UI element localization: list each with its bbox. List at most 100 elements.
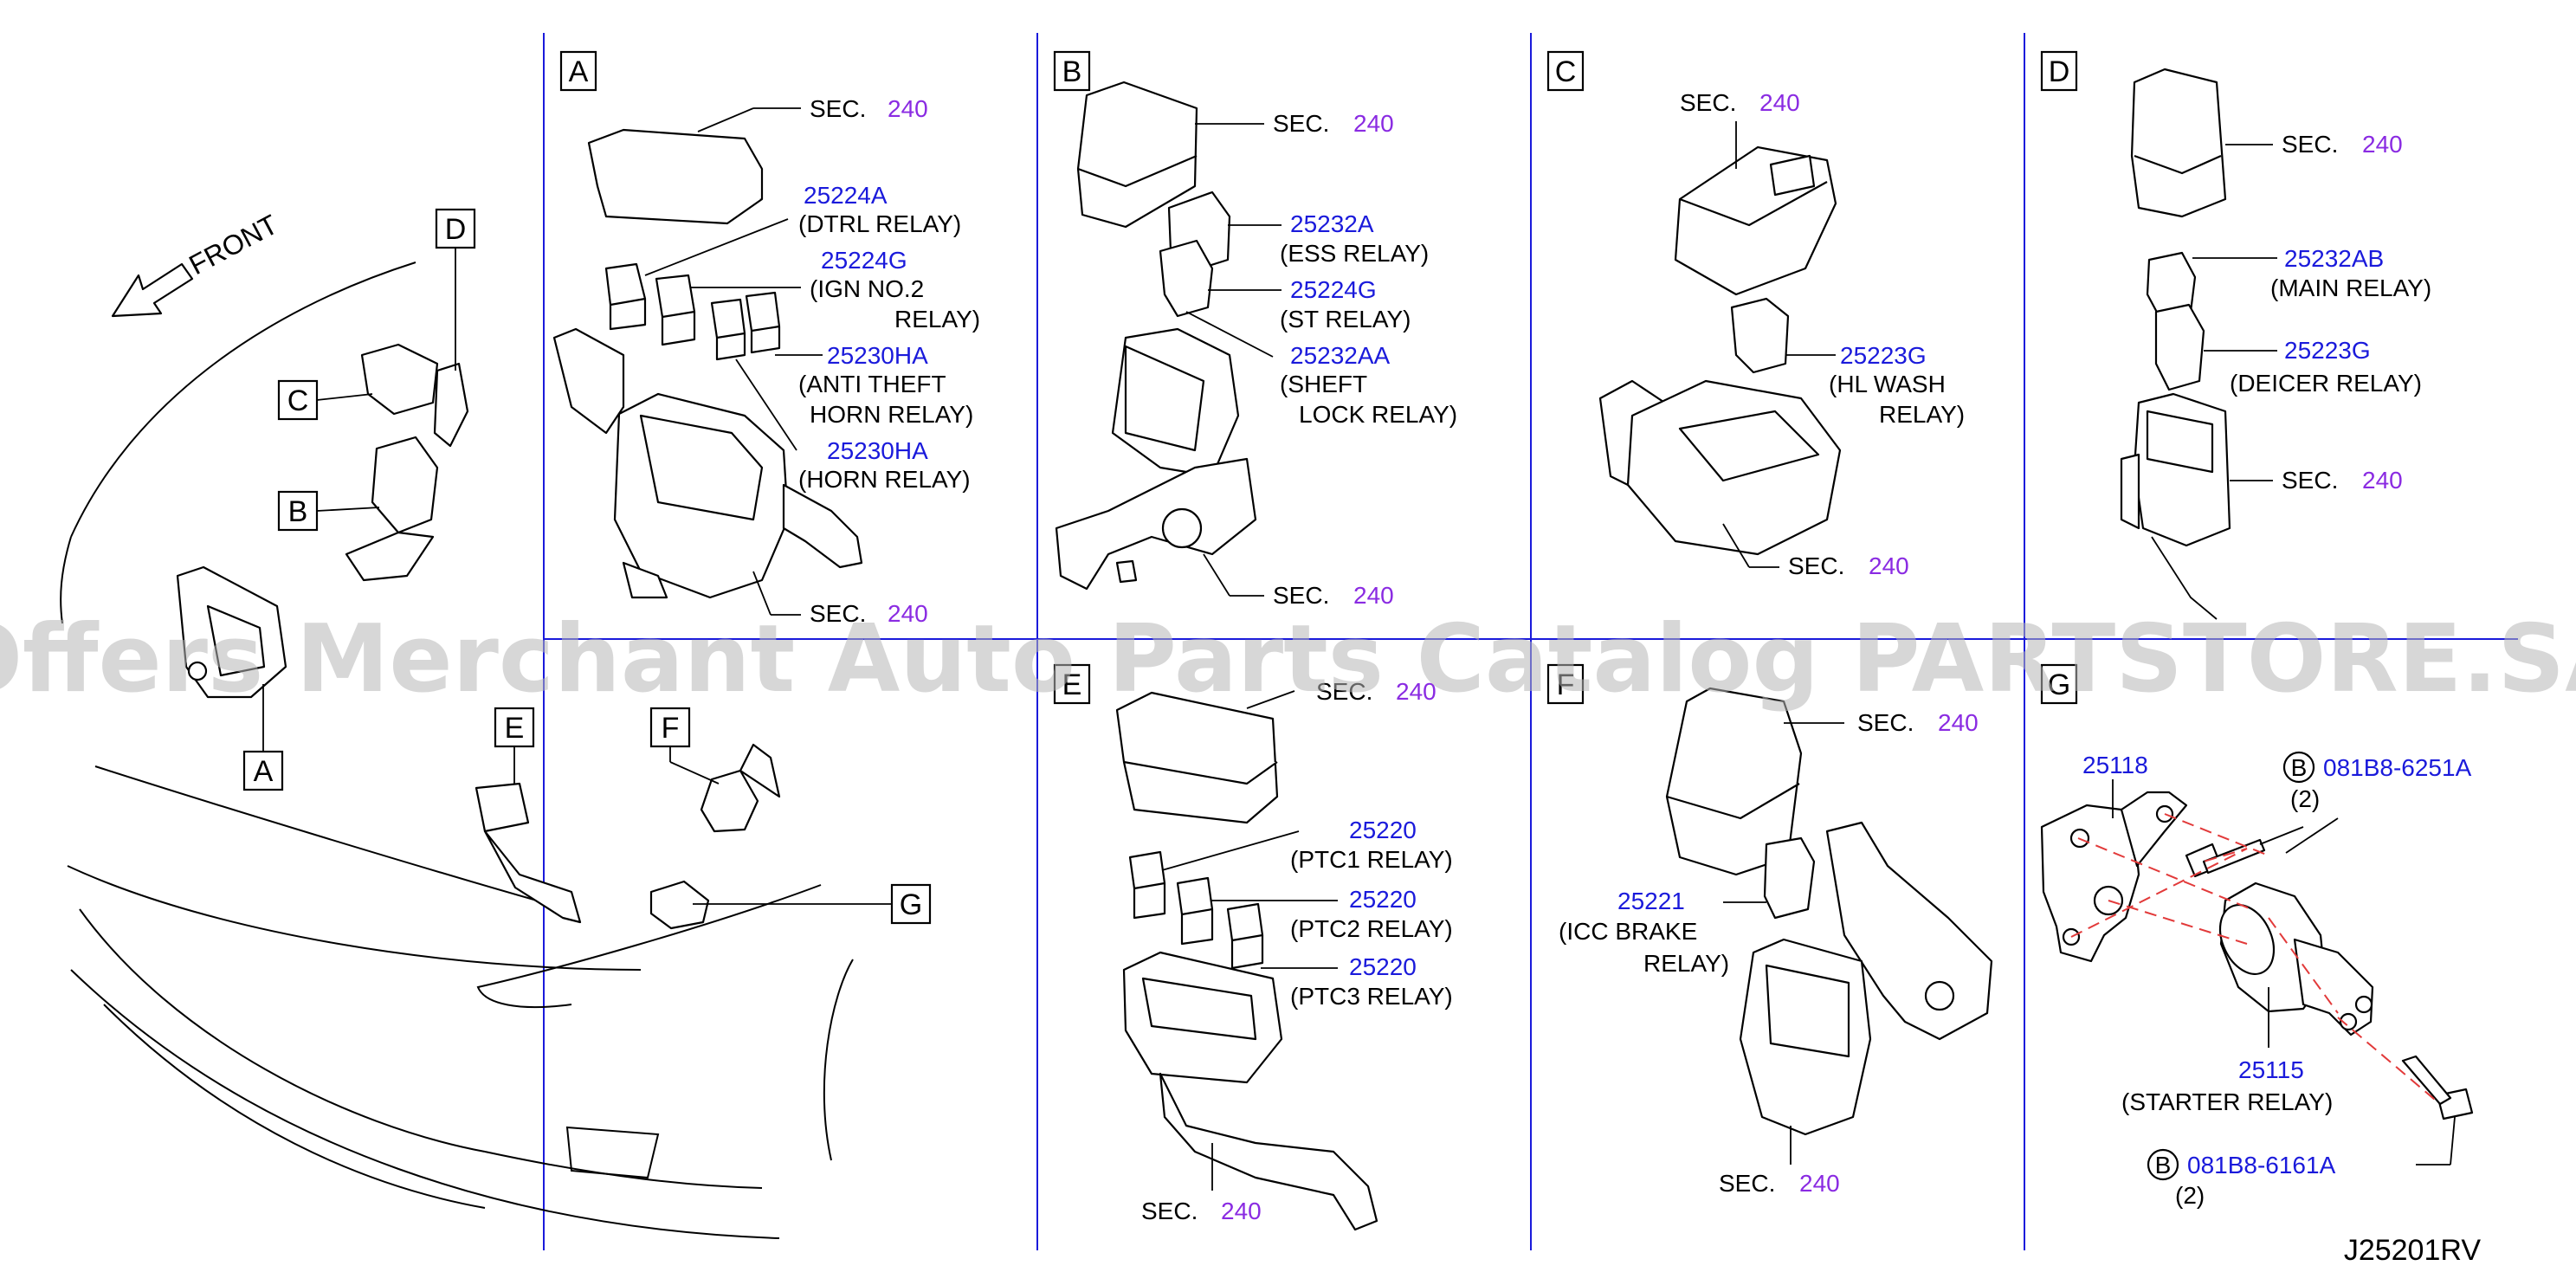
d-sec-bottom-link[interactable]: 240 xyxy=(2362,467,2403,494)
e-part-3-number: 25220 xyxy=(1349,953,1417,980)
a-sec-top-link[interactable]: 240 xyxy=(888,95,928,122)
g-bolt-2-number: 081B8-6161A xyxy=(2187,1152,2336,1178)
a-part-3-number: 25230HA xyxy=(827,342,928,369)
a-sec-bottom-link[interactable]: 240 xyxy=(888,600,928,627)
e-sec-bottom-link[interactable]: 240 xyxy=(1221,1198,1262,1224)
relay-25220-1-icon xyxy=(1128,850,1166,920)
e-part-1-desc: (PTC1 RELAY) xyxy=(1290,846,1453,873)
svg-text:F: F xyxy=(662,712,680,745)
section-a: A SEC. 240 25224A (DTRL RELAY) 25224G (I… xyxy=(552,50,980,627)
f-sec-top-link[interactable]: 240 xyxy=(1938,709,1979,736)
diagram-code: J25201RV xyxy=(2344,1234,2481,1267)
a-part-4-number: 25230HA xyxy=(827,437,928,464)
c-part-1-desc-1: (HL WASH xyxy=(1829,371,1946,397)
section-e: E SEC. 240 25220 (PTC1 RELAY) 25220 (PTC… xyxy=(1053,663,1453,1231)
overview-part-D xyxy=(433,362,469,448)
relay-25223g-c-icon xyxy=(1730,297,1790,374)
a-part-1-desc: (DTRL RELAY) xyxy=(798,210,961,237)
g-part-2-desc: (STARTER RELAY) xyxy=(2121,1088,2333,1115)
section-f-letter: F xyxy=(1557,668,1575,701)
front-label: FRONT xyxy=(184,209,282,281)
front-arrow-icon xyxy=(111,262,194,318)
starter-bracket-25118 xyxy=(2040,804,2140,963)
f-part-1-desc-2: RELAY) xyxy=(1643,950,1729,977)
overview-part-E xyxy=(475,782,582,924)
f-sec-top-label: SEC. xyxy=(1857,709,1914,736)
d-sec-top-link[interactable]: 240 xyxy=(2362,131,2403,158)
f-part-1-desc-1: (ICC BRAKE xyxy=(1559,918,1697,945)
d-part-1-number: 25232AB xyxy=(2284,245,2384,272)
g-part-1-number: 25118 xyxy=(2082,752,2148,778)
f-sec-bottom-label: SEC. xyxy=(1719,1170,1775,1197)
svg-text:C: C xyxy=(287,384,309,417)
section-e-letter-box xyxy=(1053,663,1091,705)
c-sec-top-link[interactable]: 240 xyxy=(1759,89,1800,116)
bolt-081b8-6161a-icon xyxy=(2401,1055,2474,1120)
relay-25220-2-icon xyxy=(1176,876,1214,946)
b-part-2-number: 25224G xyxy=(1290,276,1377,303)
a-part-2-number: 25224G xyxy=(821,247,907,274)
vehicle-overview: FRONT xyxy=(60,208,932,1239)
a-part-2-desc-1: (IGN NO.2 xyxy=(810,275,924,302)
g-bolt-2-qty: (2) xyxy=(2175,1182,2205,1209)
a-sec-top-label: SEC. xyxy=(810,95,866,122)
harness-bracket-e xyxy=(1159,1072,1378,1231)
relay-box-cover-d xyxy=(2130,68,2227,218)
relay-box-cover-e xyxy=(1115,691,1279,824)
overview-ref-D[interactable]: D xyxy=(435,208,476,371)
e-part-2-number: 25220 xyxy=(1349,886,1417,913)
a-sec-bottom-label: SEC. xyxy=(810,600,866,627)
relay-25230ha-2-icon xyxy=(745,291,781,354)
section-g-letter: G xyxy=(2048,668,2070,701)
b-sec-bottom-link[interactable]: 240 xyxy=(1353,582,1394,609)
c-sec-bottom-link[interactable]: 240 xyxy=(1869,552,1909,579)
section-a-letter: A xyxy=(569,55,589,88)
e-sec-top-link[interactable]: 240 xyxy=(1396,678,1436,705)
overview-ref-C[interactable]: C xyxy=(277,379,373,421)
relay-box-cover-b xyxy=(1076,81,1198,229)
a-part-3-desc-2: HORN RELAY) xyxy=(810,401,973,428)
g-bolt-1-ref: B xyxy=(2291,754,2308,781)
svg-text:E: E xyxy=(505,712,525,745)
b-sec-top-link[interactable]: 240 xyxy=(1353,110,1394,137)
overview-ref-B[interactable]: B xyxy=(277,490,380,532)
g-bolt-2-ref: B xyxy=(2155,1152,2172,1178)
section-b-letter: B xyxy=(1062,55,1082,88)
b-part-3-desc-1: (SHEFT xyxy=(1280,371,1367,397)
b-sec-top-label: SEC. xyxy=(1273,110,1329,137)
overview-part-A xyxy=(176,565,287,699)
d-part-2-desc: (DEICER RELAY) xyxy=(2230,370,2422,397)
overview-ref-F[interactable]: F xyxy=(649,707,720,785)
d-sec-top-label: SEC. xyxy=(2282,131,2338,158)
section-d-letter-box xyxy=(2040,50,2078,92)
svg-text:A: A xyxy=(254,755,274,788)
section-a-letter-box xyxy=(559,50,597,92)
g-bolt-2-ref-circle xyxy=(2147,1148,2179,1181)
overview-part-F xyxy=(700,743,781,833)
overview-ref-G[interactable]: G xyxy=(693,883,932,925)
d-sec-bottom-label: SEC. xyxy=(2282,467,2338,494)
f-sec-bottom-link[interactable]: 240 xyxy=(1799,1170,1840,1197)
b-part-1-number: 25232A xyxy=(1290,210,1374,237)
a-part-1-number: 25224A xyxy=(804,182,888,209)
overview-ref-A[interactable]: A xyxy=(242,684,284,791)
section-c: C SEC. 240 25223G (HL WASH RELAY) SEC. 2… xyxy=(1546,50,1965,579)
overview-part-C xyxy=(360,343,439,416)
c-part-1-desc-2: RELAY) xyxy=(1879,401,1965,428)
b-part-1-desc: (ESS RELAY) xyxy=(1280,240,1429,267)
watermark: Offers Merchant Auto Parts Catalog PARTS… xyxy=(0,605,2576,714)
panel-dividers xyxy=(543,33,2518,1250)
section-c-letter: C xyxy=(1555,55,1577,88)
overview-part-B xyxy=(345,436,439,582)
b-part-2-desc: (ST RELAY) xyxy=(1280,306,1411,333)
c-part-1-number: 25223G xyxy=(1840,342,1927,369)
e-part-2-desc: (PTC2 RELAY) xyxy=(1290,915,1453,942)
g-bolt-1-number: 081B8-6251A xyxy=(2323,754,2472,781)
section-g-letter-box xyxy=(2040,663,2078,705)
overview-ref-E[interactable]: E xyxy=(494,707,535,785)
a-part-3-desc-1: (ANTI THEFT xyxy=(798,371,946,397)
e-sec-top-label: SEC. xyxy=(1316,678,1372,705)
section-b-letter-box xyxy=(1053,50,1091,92)
bracket-f xyxy=(1825,821,1993,1041)
